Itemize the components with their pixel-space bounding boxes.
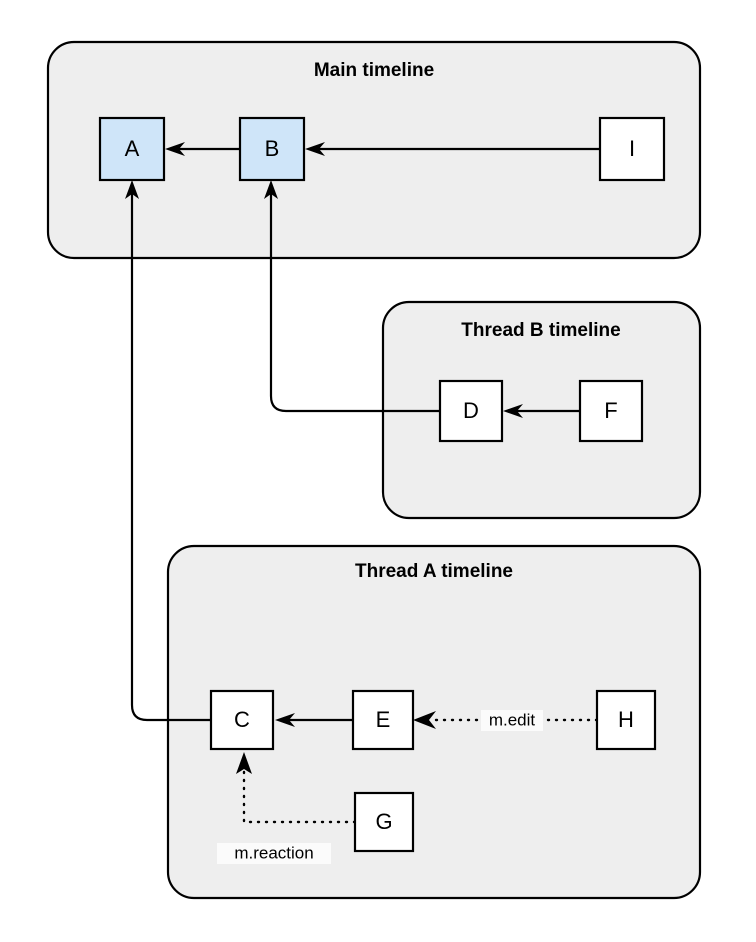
edge-c-to-a[interactable] <box>125 180 211 722</box>
node-b-box <box>238 116 306 182</box>
edge-b-to-a-arrowhead <box>165 142 185 156</box>
edge-e-to-c[interactable] <box>275 713 353 727</box>
node-f[interactable]: F <box>578 379 644 443</box>
node-b-label: B <box>265 136 280 161</box>
node-a-label: A <box>125 136 140 161</box>
edge-b-to-a[interactable] <box>165 142 240 156</box>
edge-e-to-c-arrowhead <box>275 713 295 727</box>
node-c[interactable]: C <box>209 689 275 751</box>
node-g-label: G <box>375 809 392 834</box>
node-e-label: E <box>376 707 391 732</box>
group-thread-b-timeline-title: Thread B timeline <box>461 320 620 341</box>
edge-f-to-d-arrowhead <box>503 404 523 418</box>
node-i-label: I <box>629 136 635 161</box>
edge-i-to-b[interactable] <box>305 142 600 156</box>
node-a-box <box>98 116 166 182</box>
edge-f-to-d[interactable] <box>503 404 580 418</box>
node-b[interactable]: B <box>238 116 306 182</box>
edge-label-m-edit: m.edit <box>481 710 543 731</box>
edge-label-m-reaction-text: m.reaction <box>234 843 313 862</box>
edge-d-to-b-line <box>269 190 440 413</box>
node-d[interactable]: D <box>438 379 504 443</box>
node-c-label: C <box>234 707 250 732</box>
node-f-label: F <box>604 398 617 423</box>
node-e[interactable]: E <box>351 689 415 751</box>
node-e-box <box>351 689 415 751</box>
edge-label-m-edit-text: m.edit <box>489 710 536 729</box>
edge-label-m-reaction-bg <box>217 843 331 864</box>
node-h-label: H <box>618 707 634 732</box>
node-h[interactable]: H <box>595 689 657 751</box>
group-main-timeline-title: Main timeline <box>314 60 434 81</box>
edge-g-to-c-arrowhead <box>236 752 252 774</box>
edge-h-to-e-arrowhead <box>413 711 436 729</box>
node-c-box <box>209 689 275 751</box>
edge-c-to-a-line <box>130 190 211 722</box>
group-thread-a-timeline[interactable]: Thread A timeline <box>166 544 702 900</box>
node-a[interactable]: A <box>98 116 166 182</box>
node-d-label: D <box>463 398 479 423</box>
edge-i-to-b-arrowhead <box>305 142 325 156</box>
node-f-box <box>578 379 644 443</box>
group-thread-a-timeline-title: Thread A timeline <box>355 561 513 582</box>
edge-g-to-c[interactable] <box>236 752 357 824</box>
edge-g-to-c-line <box>242 766 357 824</box>
node-i[interactable]: I <box>598 116 666 182</box>
edge-d-to-b-arrowhead <box>264 180 278 199</box>
node-g-box <box>353 791 415 853</box>
edge-h-to-e[interactable] <box>413 711 599 729</box>
edge-label-m-edit-bg <box>481 710 543 731</box>
node-i-box <box>598 116 666 182</box>
node-d-box <box>438 379 504 443</box>
node-h-box <box>595 689 657 751</box>
group-thread-a-timeline-box <box>166 544 702 900</box>
edge-label-m-reaction: m.reaction <box>217 843 331 864</box>
edge-c-to-a-arrowhead <box>125 180 139 199</box>
edge-d-to-b[interactable] <box>264 180 440 413</box>
node-g[interactable]: G <box>353 791 415 853</box>
